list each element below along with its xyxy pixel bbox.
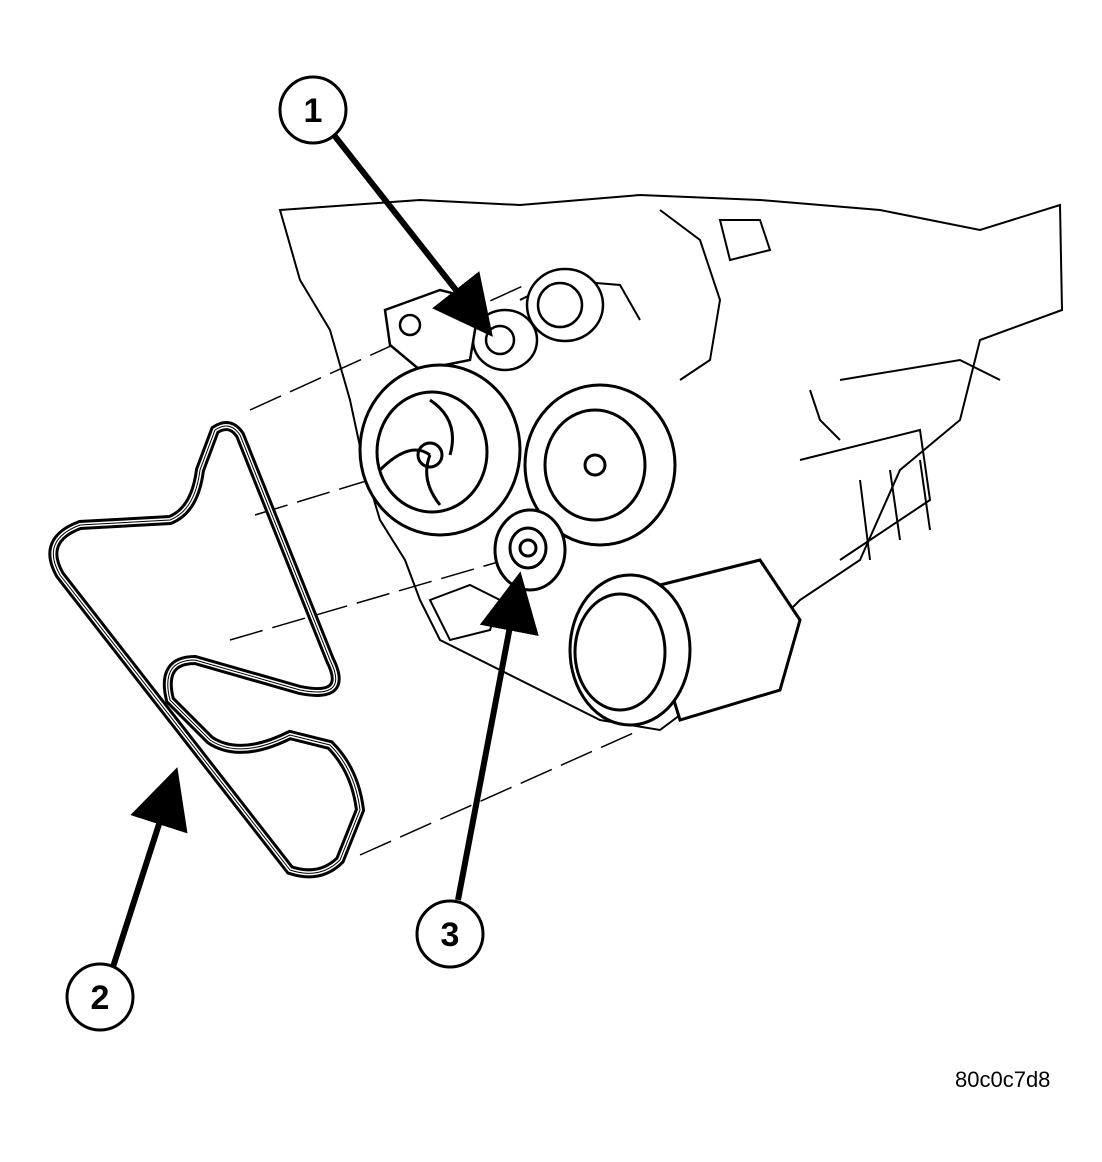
callout-1: 1: [278, 75, 348, 145]
callout-3: 3: [415, 899, 485, 969]
figure-id: 80c0c7d8: [955, 1067, 1051, 1092]
ac-compressor-pulley: [568, 558, 802, 727]
idler-pulley-upper: [525, 267, 605, 343]
leader-1: [327, 128, 493, 337]
callout-2: 2: [65, 962, 135, 1032]
leader-3: [455, 571, 539, 901]
leader-2: [109, 767, 188, 971]
callout-leaders: [109, 128, 539, 971]
power-steering-pulley: [523, 383, 677, 547]
callout-1-label: 1: [304, 92, 323, 130]
callout-2-label: 2: [91, 979, 110, 1017]
serpentine-belt: [48, 421, 366, 879]
belt-tensioner: [383, 288, 539, 372]
callout-3-label: 3: [441, 916, 460, 954]
idler-pulley: [493, 508, 567, 592]
water-pump-pulley: [358, 363, 522, 537]
